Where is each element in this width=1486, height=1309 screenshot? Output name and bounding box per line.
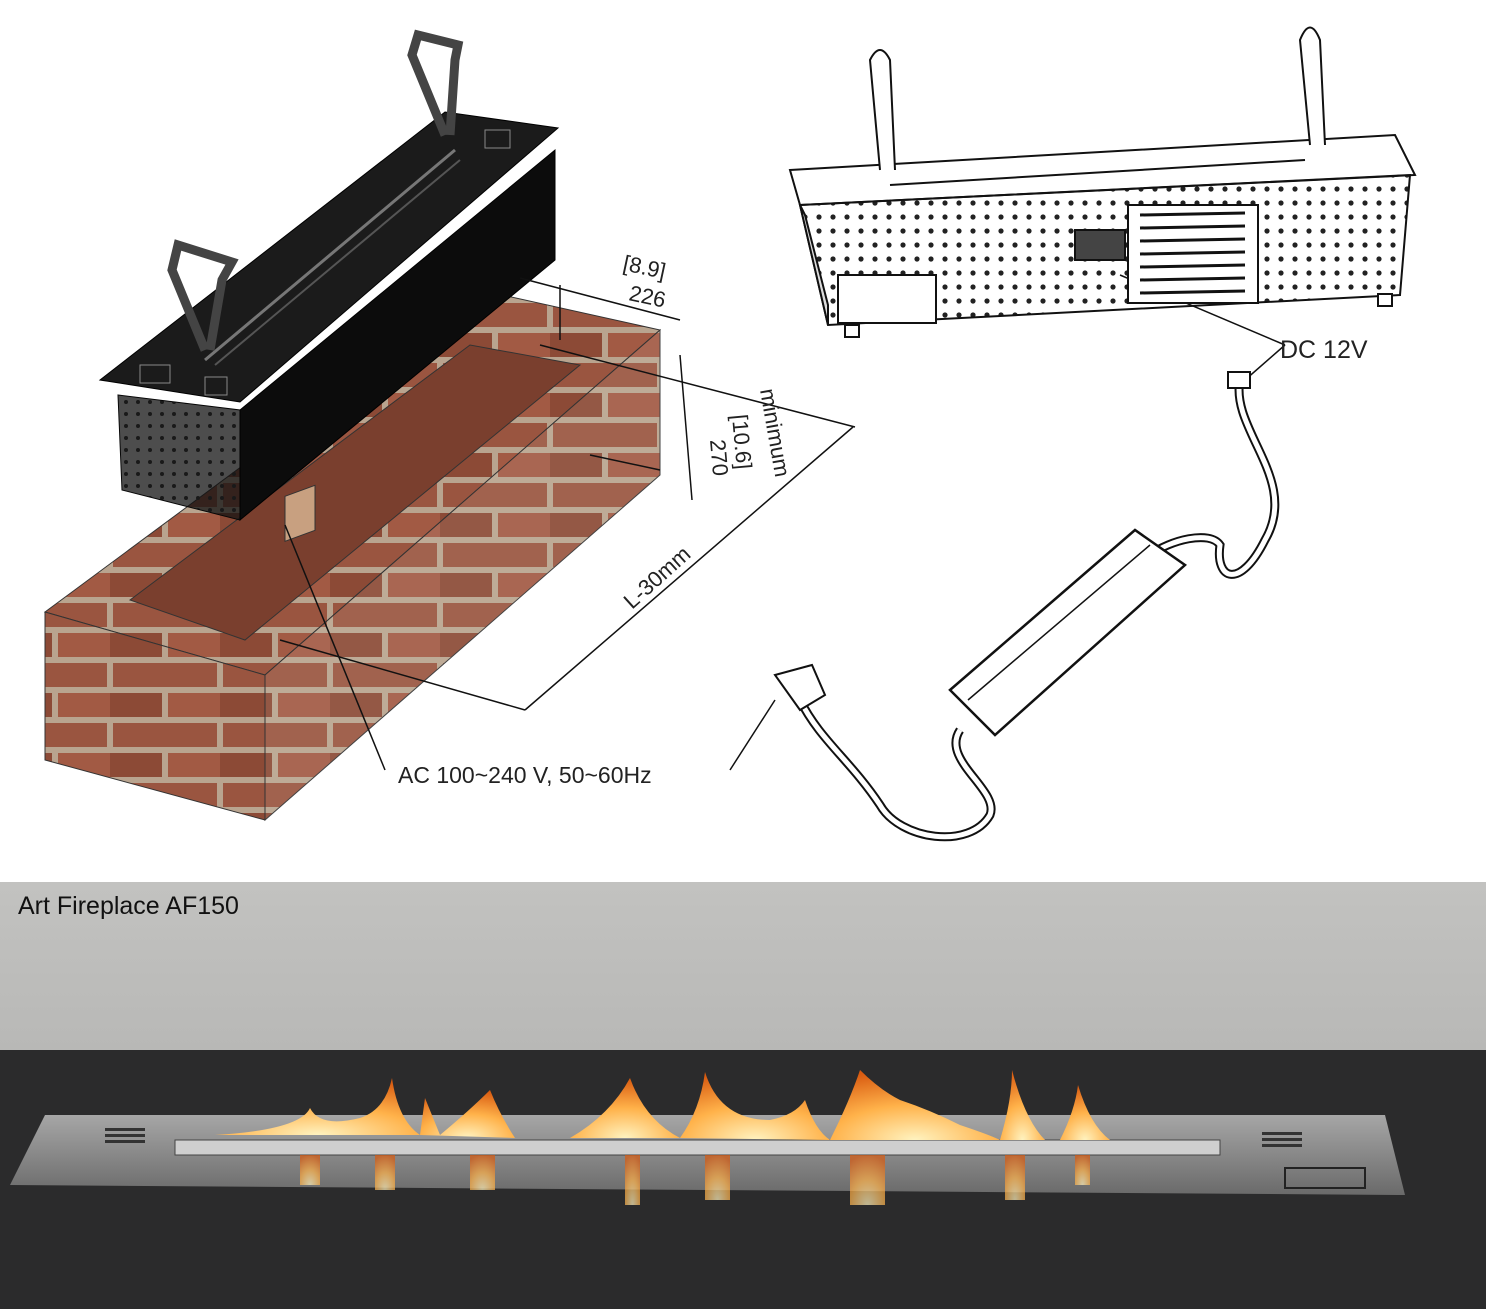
burner-insert-drawing bbox=[98, 29, 560, 522]
power-supply-and-cable bbox=[773, 371, 1280, 842]
dc-power-label: DC 12V bbox=[1280, 336, 1368, 364]
dim-length: L-30mm bbox=[619, 541, 696, 614]
dim-height-in: [10.6] bbox=[727, 413, 757, 470]
dimension-lines bbox=[279, 274, 1286, 771]
product-photo bbox=[0, 882, 1486, 1309]
photo-title: Art Fireplace AF150 bbox=[18, 892, 239, 920]
dim-width-in: [8.9] bbox=[621, 250, 668, 283]
dim-height-note: minimum bbox=[755, 387, 795, 479]
burner-back-view-drawing bbox=[788, 26, 1417, 338]
dim-height-mm: 270 bbox=[705, 438, 733, 477]
ac-power-label: AC 100~240 V, 50~60Hz bbox=[398, 762, 652, 788]
flames bbox=[215, 1070, 1110, 1205]
brick-enclosure bbox=[43, 289, 662, 822]
